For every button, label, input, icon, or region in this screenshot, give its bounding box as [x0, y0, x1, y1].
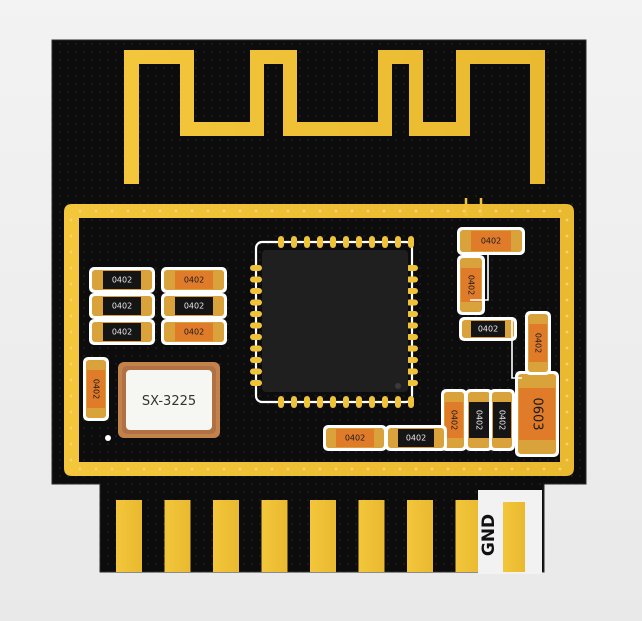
ring-vias: [69, 209, 569, 471]
component-label: 0402: [478, 325, 498, 334]
antenna-trace: [124, 50, 545, 184]
connector-pin: [261, 500, 288, 572]
component-label: 0402: [112, 302, 132, 311]
component-capacitor-c6: 0603: [515, 371, 559, 457]
component-resistor-r2: 0402: [89, 293, 155, 319]
component-label: 0402: [92, 379, 101, 399]
gnd-label: GND: [479, 514, 499, 556]
component-resistor-r8: 0402: [385, 425, 447, 451]
component-label: 0402: [112, 328, 132, 337]
component-capacitor-c9: 0402: [323, 425, 387, 451]
edge-connector: [116, 500, 482, 572]
component-resistor-r1: 0402: [89, 267, 155, 293]
component-label: 0402: [184, 328, 204, 337]
component-resistor-r4: 0402: [161, 293, 227, 319]
component-label: 0603: [530, 397, 545, 430]
crystal: SX-3225: [105, 362, 220, 441]
component-label: 0402: [345, 434, 365, 443]
component-label: 0402: [498, 410, 507, 430]
component-label: 0402: [475, 410, 484, 430]
component-resistor-r3: 0402: [89, 319, 155, 345]
component-capacitor-c1: 0402: [161, 267, 227, 293]
component-label: 0402: [184, 276, 204, 285]
component-capacitor-c3: 0402: [83, 357, 109, 421]
component-label: 0402: [406, 434, 426, 443]
component-label: 0402: [112, 276, 132, 285]
qfn-chip: [250, 236, 418, 408]
connector-pin: [213, 500, 239, 572]
component-capacitor-c2: 0402: [161, 319, 227, 345]
connector-pin: [455, 500, 482, 572]
silkscreen-outline: [470, 252, 522, 379]
component-label: 0402: [467, 275, 476, 295]
component-resistor-r7: 0402: [489, 389, 515, 451]
component-capacitor-c5: 0402: [457, 255, 485, 315]
connector-pin: [116, 500, 142, 572]
component-resistor-r5: 0402: [459, 317, 517, 341]
component-capacitor-c8: 0402: [441, 389, 467, 451]
crystal-label: SX-3225: [142, 394, 196, 409]
passive-components: 0402 0402 0402 0402 0402 0402 0402 0402 0402 0402…: [83, 227, 559, 457]
component-label: 0402: [481, 237, 501, 246]
component-capacitor-c4: 0402: [457, 227, 525, 255]
component-label: 0402: [534, 333, 543, 353]
component-label: 0402: [184, 302, 204, 311]
component-resistor-r6: 0402: [465, 389, 493, 451]
component-capacitor-c7: 0402: [525, 311, 551, 375]
connector-pin: [164, 500, 191, 572]
connector-pin: [407, 500, 433, 572]
connector-pin: [358, 500, 385, 572]
connector-pin: [310, 500, 336, 572]
component-label: 0402: [450, 410, 459, 430]
